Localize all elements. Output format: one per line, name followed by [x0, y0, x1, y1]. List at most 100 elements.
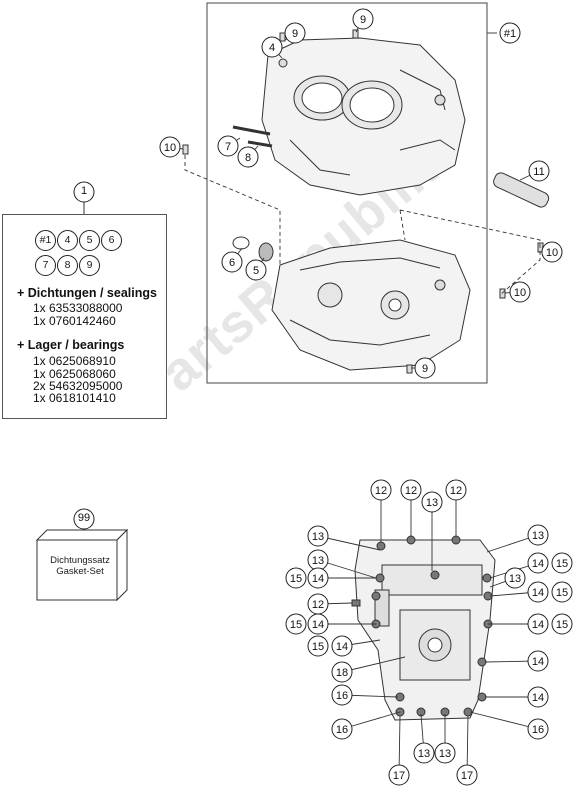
- kit-part-number: 4: [57, 230, 78, 251]
- sleeve-part: [493, 172, 550, 208]
- assembly-frame: [206, 2, 488, 384]
- callout-circle: [352, 8, 374, 30]
- callout-number: 14: [532, 692, 544, 704]
- bearing-line-1: 1x 0625068910: [33, 354, 116, 368]
- callout-number: 13: [439, 748, 451, 760]
- callout-number: 14: [532, 656, 544, 668]
- gasket-set-box: [35, 528, 129, 602]
- callout-number: 14: [312, 619, 324, 631]
- callout-number: 14: [532, 619, 544, 631]
- kit-part-number: 5: [79, 230, 100, 251]
- callout-circle: [413, 742, 435, 764]
- callout-number: 17: [393, 770, 405, 782]
- gasket-label-de: Dichtungssatz: [50, 555, 110, 566]
- callout-circle: [527, 581, 549, 603]
- callout-circle: [421, 491, 443, 513]
- callout-number: 15: [290, 619, 302, 631]
- callout-number: 9: [360, 14, 366, 26]
- callout-number: 13: [532, 530, 544, 542]
- underside-bolts: [351, 535, 493, 717]
- callout-circle: [527, 686, 549, 708]
- callout-circle: [527, 613, 549, 635]
- callout-number: 13: [509, 573, 521, 585]
- gasket-number: 99: [77, 512, 91, 524]
- callout-circle: [400, 479, 422, 501]
- callout-number: 12: [450, 485, 462, 497]
- callout-leader: [317, 535, 381, 551]
- callout-number: 15: [312, 641, 324, 653]
- callout-leader: [341, 656, 406, 673]
- callout-circle: [370, 479, 392, 501]
- callout-circle: [245, 259, 267, 281]
- bearing-line-2: 1x 0625068060: [33, 367, 116, 381]
- callout-circle: [504, 567, 526, 589]
- callout-number: #1: [504, 28, 516, 40]
- callout-number: 14: [312, 573, 324, 585]
- callout-circle: [307, 613, 329, 635]
- callout-number: 6: [229, 257, 235, 269]
- callout-number: 13: [426, 497, 438, 509]
- callout-number: 15: [290, 573, 302, 585]
- kit-part-number: 6: [101, 230, 122, 251]
- callout-circle: [307, 525, 329, 547]
- sealing-line-1: 1x 63533088000: [33, 301, 123, 315]
- callout-circle: [527, 718, 549, 740]
- callout-number: 12: [405, 485, 417, 497]
- callout-circle: [331, 661, 353, 683]
- callout-circle: [445, 479, 467, 501]
- callout-number: 12: [312, 599, 324, 611]
- callout-circle: [388, 764, 410, 786]
- callout-circle: [285, 567, 307, 589]
- callout-circle: [217, 135, 239, 157]
- callout-circle: [331, 718, 353, 740]
- callout-number: 10: [514, 287, 526, 299]
- callout-circle: [307, 567, 329, 589]
- callout-circle: [221, 251, 243, 273]
- callout-number: 9: [292, 28, 298, 40]
- callout-number: 13: [312, 555, 324, 567]
- gasket-label-en: Gasket-Set: [56, 566, 104, 577]
- callout-circle: [456, 764, 478, 786]
- callout-circle: [551, 613, 573, 635]
- sealings-title: + Dichtungen / sealings: [17, 286, 157, 300]
- callout-circle: [551, 552, 573, 574]
- callout-leader: [469, 711, 539, 730]
- callout-number: 14: [532, 558, 544, 570]
- gasket-label: Dichtungssatz Gasket-Set: [40, 555, 120, 577]
- callout-circle: [541, 241, 563, 263]
- lower-crankcase: [271, 239, 471, 371]
- callout-number: 15: [556, 558, 568, 570]
- callout-number: 10: [546, 247, 558, 259]
- callout-number: 18: [336, 667, 348, 679]
- callout-number: 15: [556, 587, 568, 599]
- kit-part-number: 7: [35, 255, 56, 276]
- callout-number: 11: [533, 166, 544, 178]
- callout-circle: [261, 36, 283, 58]
- kit-number-circle: [73, 181, 95, 203]
- bearings-title: + Lager / bearings: [17, 338, 125, 352]
- bearing-line-3: 2x 54632095000: [33, 379, 123, 393]
- callout-number: 13: [418, 748, 430, 760]
- callout-number: 16: [532, 724, 544, 736]
- callout-circle: [527, 524, 549, 546]
- callout-number: 10: [164, 142, 176, 154]
- callout-circle: [528, 160, 550, 182]
- dowel-pins: [182, 29, 544, 374]
- kit-part-number: #1: [35, 230, 56, 251]
- callout-circle: [499, 22, 521, 44]
- callout-number: 17: [461, 770, 473, 782]
- callout-circle: [159, 136, 181, 158]
- upper-crankcase: [261, 37, 466, 196]
- callout-number: 15: [556, 619, 568, 631]
- callout-circle: [434, 742, 456, 764]
- callout-circle: [527, 650, 549, 672]
- callout-number: 12: [375, 485, 387, 497]
- callout-number: 16: [336, 724, 348, 736]
- callout-circle: [307, 635, 329, 657]
- callout-circle: [237, 146, 259, 168]
- dashed-guides: [184, 155, 541, 296]
- callout-number: 16: [336, 690, 348, 702]
- callout-circle: [527, 552, 549, 574]
- callout-number: 13: [312, 531, 324, 543]
